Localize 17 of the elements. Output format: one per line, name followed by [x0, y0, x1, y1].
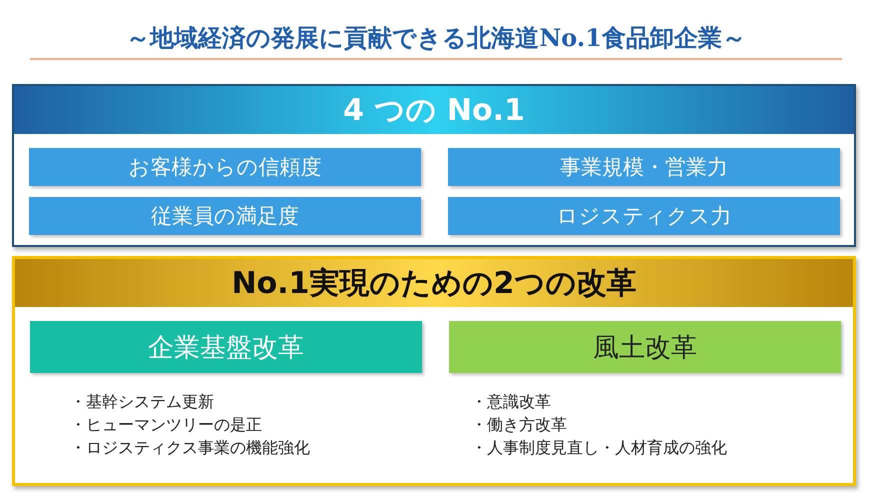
panel-heading: 4 つの No.1 [14, 86, 854, 134]
page-title: ～地域経済の発展に貢献できる北海道No.1食品卸企業～ [125, 22, 747, 54]
section-panel [12, 256, 856, 486]
bullet-item: ・意識改革 [471, 391, 552, 412]
item-box: 風土改革 [449, 321, 841, 373]
bullet-item: ・ヒューマンツリーの是正 [70, 414, 263, 435]
panel-heading: No.1実現のための2つの改革 [15, 259, 853, 307]
item-box: お客様からの信頼度 [29, 148, 421, 186]
item-box: 従業員の満足度 [29, 197, 421, 235]
item-box: 事業規模・営業力 [448, 148, 840, 186]
bullet-item: ・ロジスティクス事業の機能強化 [70, 437, 310, 458]
bullet-item: ・基幹システム更新 [70, 391, 215, 412]
item-box: 企業基盤改革 [30, 321, 422, 373]
bullet-item: ・人事制度見直し・人材育成の強化 [471, 437, 727, 458]
bullet-item: ・働き方改革 [471, 414, 568, 435]
item-box: ロジスティクス力 [448, 197, 840, 235]
section-panel [12, 84, 856, 247]
